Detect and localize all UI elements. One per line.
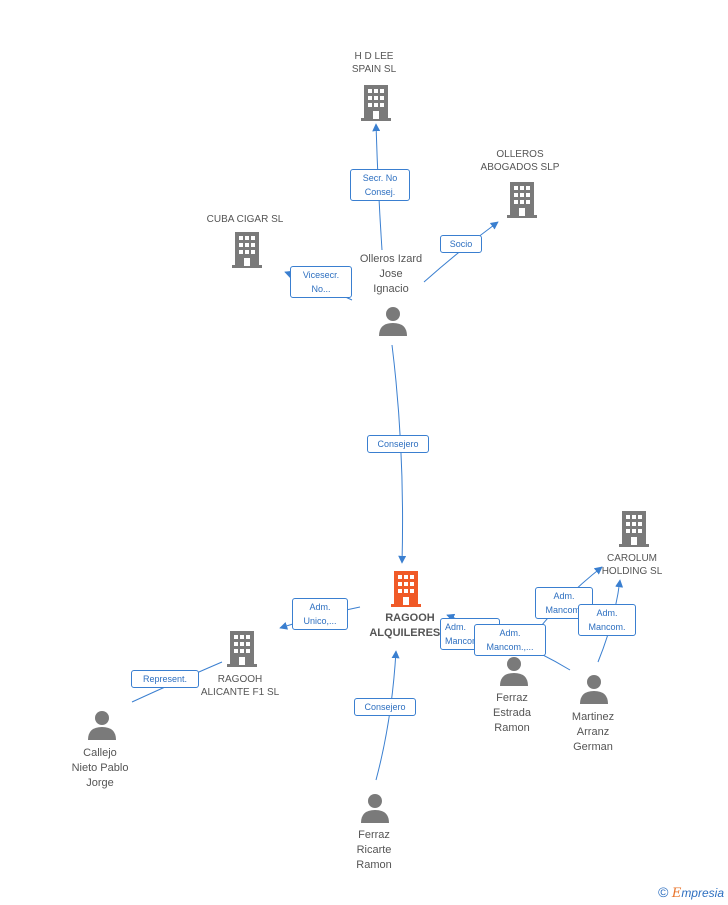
edge-label-vicesecr[interactable]: Vicesecr. No...: [290, 266, 352, 298]
node-label-ragooh-alicante[interactable]: RAGOOH ALICANTE F1 SL: [200, 674, 280, 698]
person-icon[interactable]: [379, 306, 407, 336]
building-icon[interactable]: [227, 631, 257, 667]
building-icon[interactable]: [507, 182, 537, 218]
person-icon[interactable]: [500, 656, 528, 686]
brand-logo-initial: E: [671, 886, 682, 901]
edge-label-secr-no-consej[interactable]: Secr. No Consej.: [350, 169, 410, 201]
node-label-olleros-abogados[interactable]: OLLEROS ABOGADOS SLP: [480, 149, 560, 173]
building-icon[interactable]: [232, 232, 262, 268]
person-icon[interactable]: [580, 674, 608, 704]
building-icon[interactable]: [361, 85, 391, 121]
edge-label-consejero-bottom[interactable]: Consejero: [354, 698, 416, 716]
node-label-martinez-arranz[interactable]: Martinez Arranz German: [571, 711, 615, 753]
edge-label-adm-mancom-4[interactable]: Adm. Mancom.,...: [474, 624, 546, 656]
edge-label-adm-mancom-3[interactable]: Adm. Mancom.: [578, 604, 636, 636]
node-label-ferraz-ricarte[interactable]: Ferraz Ricarte Ramon: [356, 829, 392, 871]
node-label-ragooh-alquileres[interactable]: RAGOOH ALQUILERES S: [369, 612, 450, 639]
person-icon[interactable]: [88, 710, 116, 740]
copyright-symbol: ©: [658, 884, 669, 900]
building-icon-focus[interactable]: [391, 571, 421, 607]
node-label-cuba-cigar[interactable]: CUBA CIGAR SL: [206, 214, 284, 225]
brand-logo-text: mpresia: [681, 886, 724, 900]
edge-consejero-bottom: [375, 650, 400, 781]
edge-label-represent[interactable]: Represent.: [131, 670, 199, 688]
brand-footer: © Empresia: [658, 884, 724, 901]
node-label-callejo[interactable]: Callejo Nieto Pablo Jorge: [71, 747, 129, 789]
person-icon[interactable]: [361, 793, 389, 823]
node-label-olleros-izard[interactable]: Olleros Izard Jose Ignacio: [359, 253, 423, 295]
edge-label-socio[interactable]: Socio: [440, 235, 482, 253]
node-label-hd-lee[interactable]: H D LEE SPAIN SL: [351, 51, 397, 75]
edge-consejero-top: [391, 344, 407, 564]
edge-label-adm-unico[interactable]: Adm. Unico,...: [292, 598, 348, 630]
edge-label-consejero-top[interactable]: Consejero: [367, 435, 429, 453]
node-label-ferraz-estrada[interactable]: Ferraz Estrada Ramon: [493, 692, 531, 734]
node-label-carolum[interactable]: CAROLUM HOLDING SL: [601, 553, 663, 577]
building-icon[interactable]: [619, 511, 649, 547]
